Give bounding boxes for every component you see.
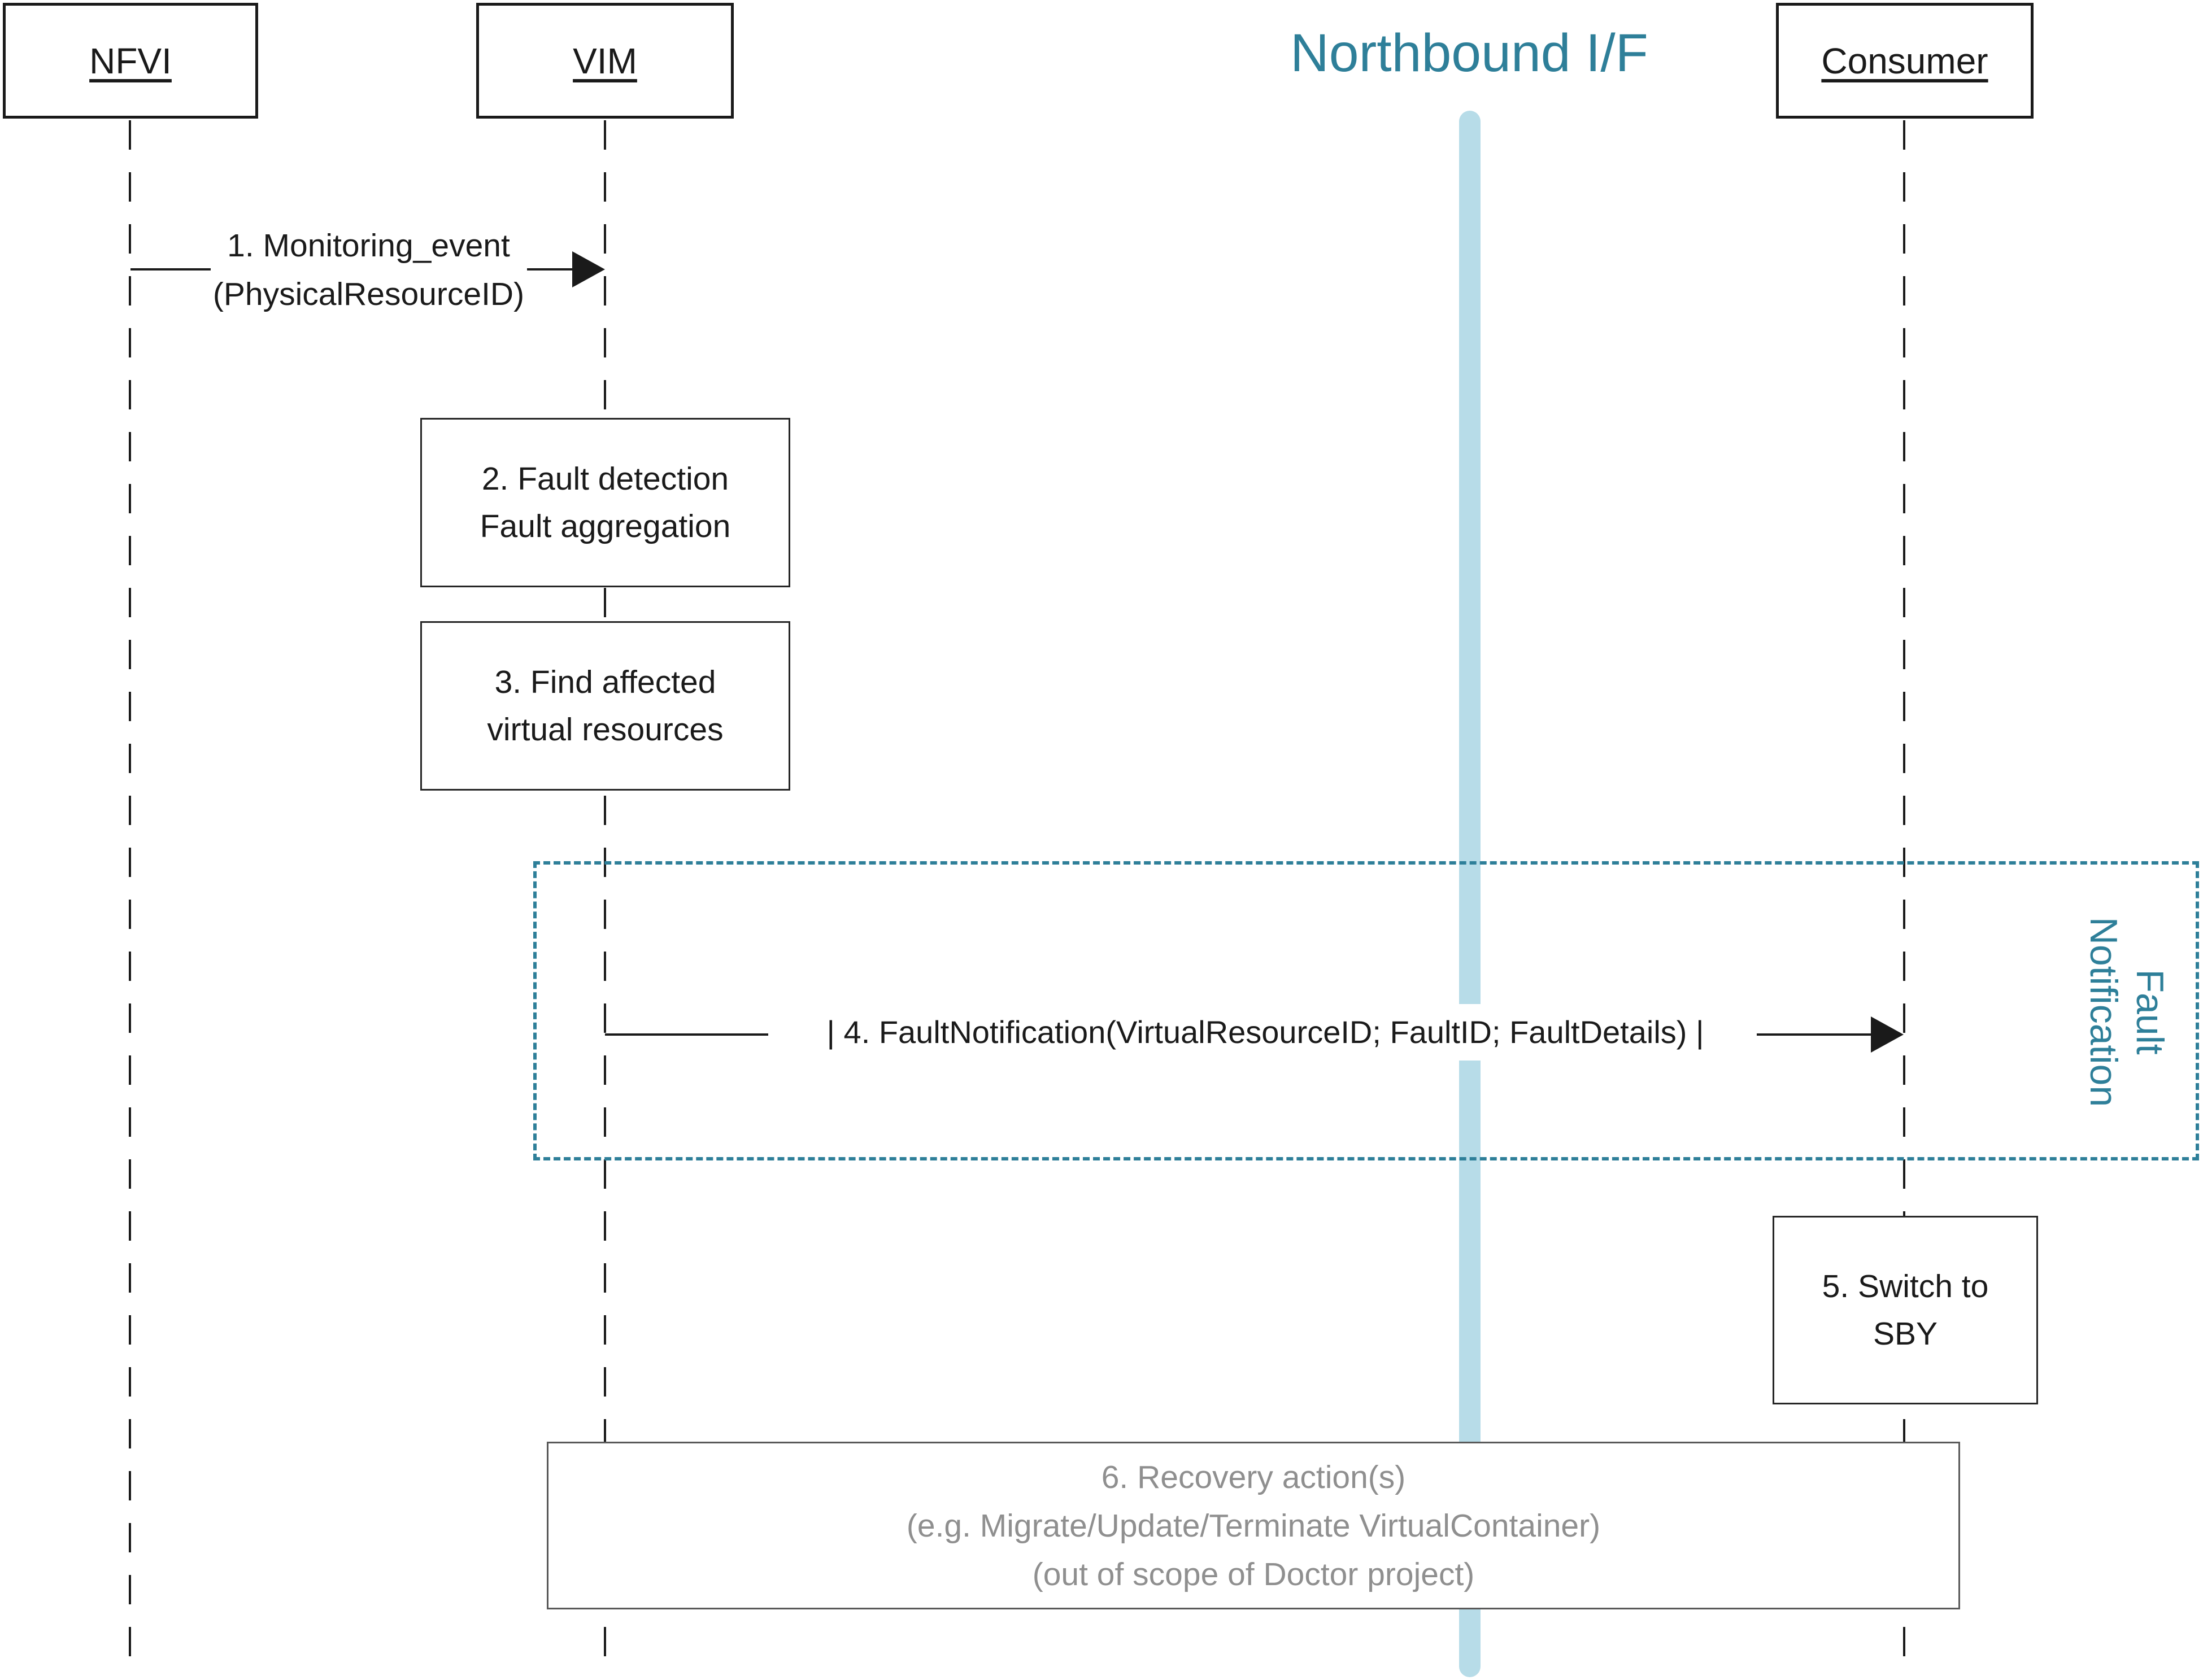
- lifeline-vim: [604, 120, 606, 1674]
- fault-notification-frame: [533, 861, 2199, 1160]
- message4-label: | 4. FaultNotification(VirtualResourceID…: [768, 1004, 1762, 1061]
- activity-box-3: 3. Find affected virtual resources: [420, 621, 790, 791]
- activity-box-2: 2. Fault detection Fault aggregation: [420, 418, 790, 587]
- message4-line-left: [605, 1033, 775, 1036]
- lifeline-nfvi: [129, 120, 131, 1674]
- lifeline-consumer: [1903, 120, 1905, 1674]
- recovery-action-line2: (e.g. Migrate/Update/Terminate VirtualCo…: [906, 1507, 1601, 1544]
- actor-label-vim: VIM: [573, 40, 637, 81]
- actor-label-nfvi: NFVI: [89, 40, 172, 81]
- northbound-interface-bar: [1459, 111, 1481, 1677]
- activity-box-2-line2: Fault aggregation: [480, 508, 731, 544]
- message1-arrowhead-icon: [572, 251, 605, 287]
- activity-box-3-line1: 3. Find affected: [494, 664, 716, 700]
- fault-notification-label-line2: Notification: [2082, 917, 2125, 1107]
- activity-box-3-line2: virtual resources: [487, 712, 724, 748]
- actor-box-nfvi: NFVI: [3, 3, 258, 119]
- fault-notification-frame-label: Fault Notification: [2077, 843, 2173, 1181]
- message1-label: 1. Monitoring_event (PhysicalResourceID): [201, 221, 537, 318]
- activity-box-5-line2: SBY: [1873, 1316, 1938, 1352]
- northbound-title: Northbound I/F: [1290, 23, 1648, 83]
- actor-box-consumer: Consumer: [1776, 3, 2034, 119]
- recovery-action-box: 6. Recovery action(s) (e.g. Migrate/Upda…: [547, 1442, 1960, 1609]
- activity-box-2-line1: 2. Fault detection: [481, 461, 729, 497]
- recovery-action-line3: (out of scope of Doctor project): [1032, 1556, 1475, 1592]
- message4-line-right: [1757, 1033, 1871, 1036]
- actor-box-vim: VIM: [476, 3, 734, 119]
- fault-notification-label-line1: Fault: [2128, 969, 2171, 1055]
- message4-arrowhead-icon: [1871, 1016, 1904, 1053]
- activity-box-5: 5. Switch to SBY: [1773, 1216, 2038, 1404]
- message1-line-left: [130, 268, 211, 270]
- message1-label-line2: (PhysicalResourceID): [212, 276, 525, 312]
- message1-label-line1: 1. Monitoring_event: [227, 228, 510, 264]
- recovery-action-line1: 6. Recovery action(s): [1101, 1459, 1406, 1495]
- message1-line-right: [527, 268, 572, 270]
- actor-label-consumer: Consumer: [1821, 40, 1988, 81]
- activity-box-5-line1: 5. Switch to: [1822, 1268, 1989, 1304]
